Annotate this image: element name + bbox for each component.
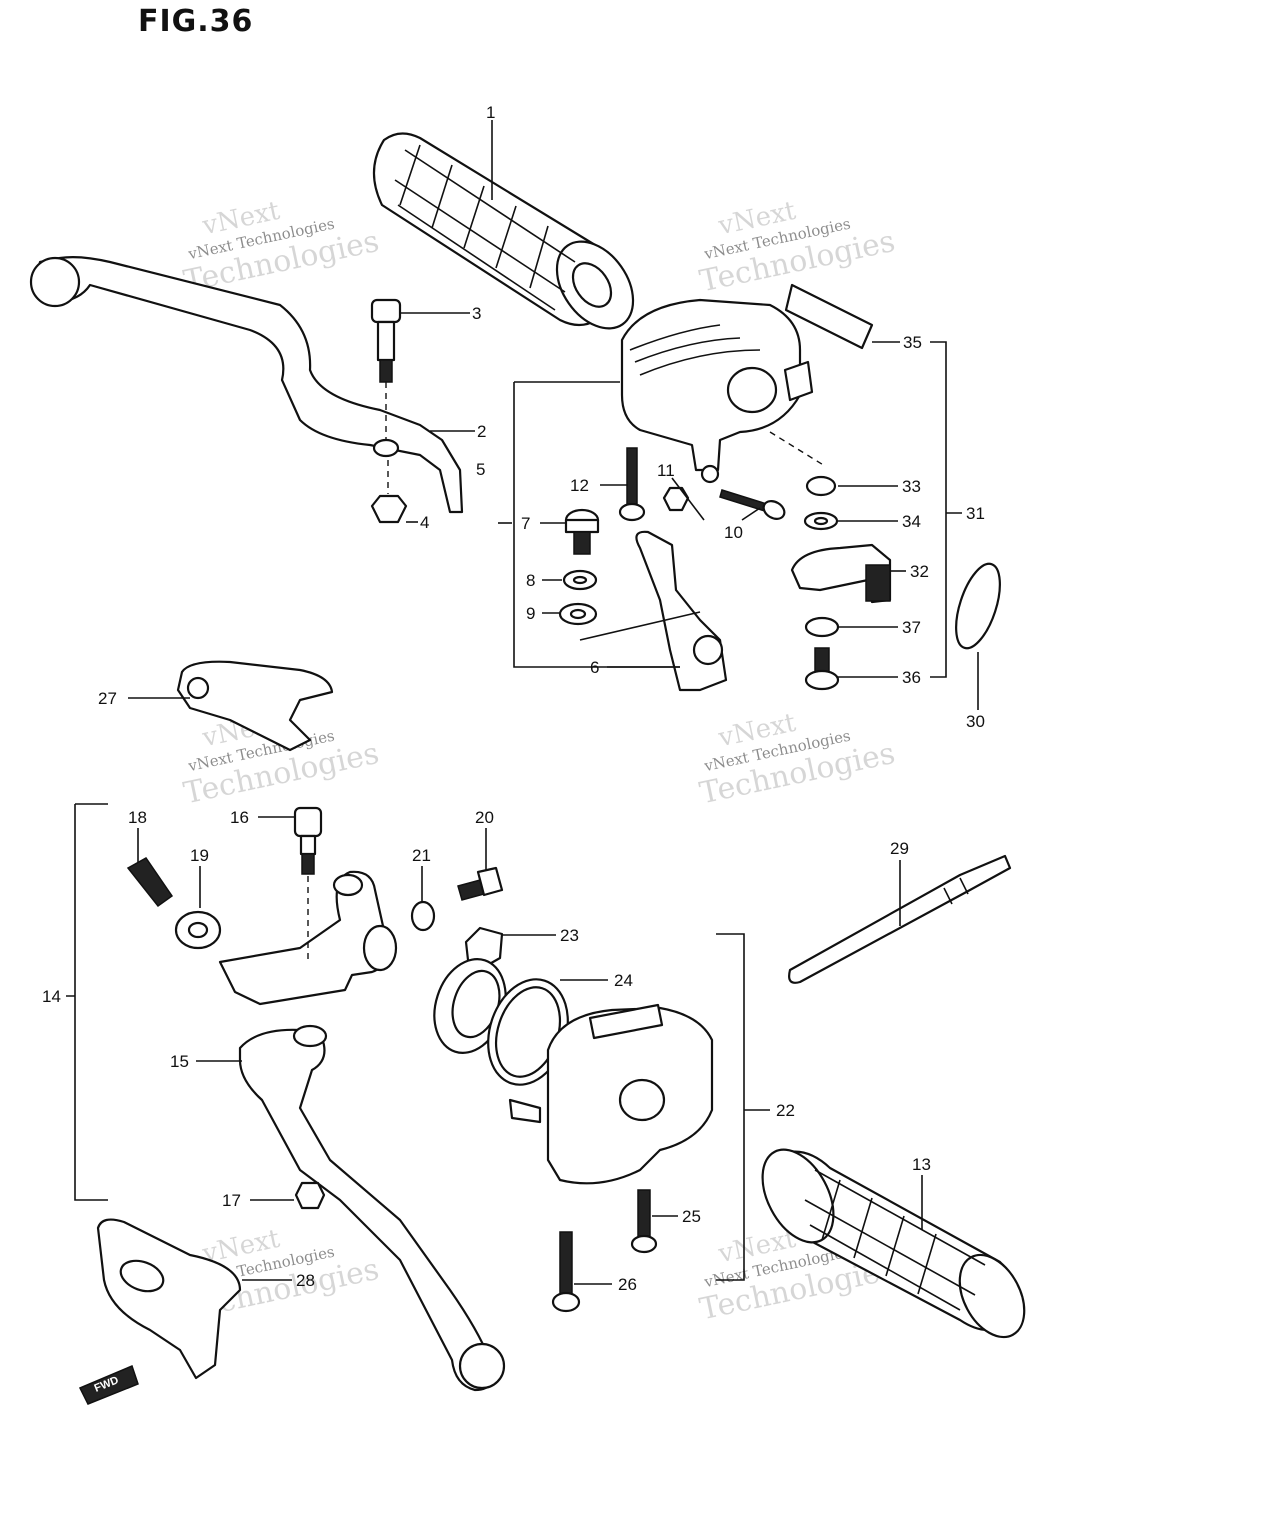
adjuster-18 (126, 857, 174, 908)
callout-32: 32 (910, 562, 929, 581)
callout-30: 30 (966, 712, 985, 731)
callout-26: 26 (618, 1275, 637, 1294)
callout-35: 35 (903, 333, 922, 352)
clutch-perch (218, 870, 398, 1006)
nut-17 (294, 1181, 326, 1210)
nut-4 (370, 460, 408, 524)
washer-8 (562, 569, 598, 591)
screw-10 (719, 489, 786, 520)
callout-15: 15 (170, 1052, 189, 1071)
pivot-bolt-16 (293, 806, 323, 960)
callout-34: 34 (902, 512, 921, 531)
bracket-27 (176, 660, 334, 752)
callout-4: 4 (420, 513, 429, 532)
o-ring-30 (955, 562, 1001, 650)
clamp-ring (433, 958, 507, 1054)
callout-27: 27 (98, 689, 117, 708)
callout-1: 1 (486, 103, 495, 122)
callout-5: 5 (476, 460, 485, 479)
brake-lever-front (29, 256, 464, 514)
pivot-bolt-3 (370, 298, 402, 440)
callout-7: 7 (521, 514, 530, 533)
washer-37 (804, 616, 840, 638)
nut-11 (662, 486, 690, 512)
washer-33 (805, 475, 837, 497)
bracket-32 (790, 543, 892, 604)
screw-25 (630, 1189, 658, 1254)
callout-10: 10 (724, 523, 743, 542)
clutch-lever (238, 1024, 506, 1392)
grip-lower (761, 1148, 1026, 1339)
callout-14: 14 (42, 987, 61, 1006)
callout-37: 37 (902, 618, 921, 637)
callout-13: 13 (912, 1155, 931, 1174)
locknut-19 (174, 910, 222, 950)
callout-9: 9 (526, 604, 535, 623)
fwd-arrow: FWD (78, 1364, 139, 1405)
cover-28 (96, 1218, 242, 1380)
callout-22: 22 (776, 1101, 795, 1120)
washer-21 (410, 900, 436, 932)
figure-title: FIG.36 (138, 4, 254, 39)
callout-11: 11 (657, 461, 675, 480)
callout-24: 24 (614, 971, 633, 990)
callout-18: 18 (128, 808, 147, 827)
screw-26 (551, 1231, 581, 1313)
callout-33: 33 (902, 477, 921, 496)
callout-12: 12 (570, 476, 589, 495)
bolt-7 (564, 508, 600, 555)
callout-28: 28 (296, 1271, 315, 1290)
callout-labels: 1 5 3 2 4 7 8 9 6 12 11 10 35 33 34 31 3… (42, 103, 985, 1294)
callout-23: 23 (560, 926, 579, 945)
callout-17: 17 (222, 1191, 241, 1210)
callout-6: 6 (590, 658, 599, 677)
callout-31: 31 (966, 504, 985, 523)
grip-upper (372, 132, 635, 330)
callout-36: 36 (902, 668, 921, 687)
callout-2: 2 (477, 422, 486, 441)
callout-20: 20 (475, 808, 494, 827)
adjuster-lever-6 (579, 530, 728, 692)
callout-16: 16 (230, 808, 249, 827)
screw-36 (804, 647, 840, 691)
sticker-35 (784, 283, 874, 350)
washer-9 (558, 602, 598, 626)
washer-34 (803, 511, 839, 531)
bolt-20 (457, 866, 504, 901)
callout-25: 25 (682, 1207, 701, 1226)
callout-3: 3 (472, 304, 481, 323)
leader-lines (66, 120, 979, 1285)
callout-19: 19 (190, 846, 209, 865)
screw-12 (618, 447, 646, 522)
callout-8: 8 (526, 571, 535, 590)
callout-29: 29 (890, 839, 909, 858)
switch-housing-lower (508, 1003, 714, 1185)
switch-housing-upper (620, 298, 826, 484)
callout-21: 21 (412, 846, 431, 865)
